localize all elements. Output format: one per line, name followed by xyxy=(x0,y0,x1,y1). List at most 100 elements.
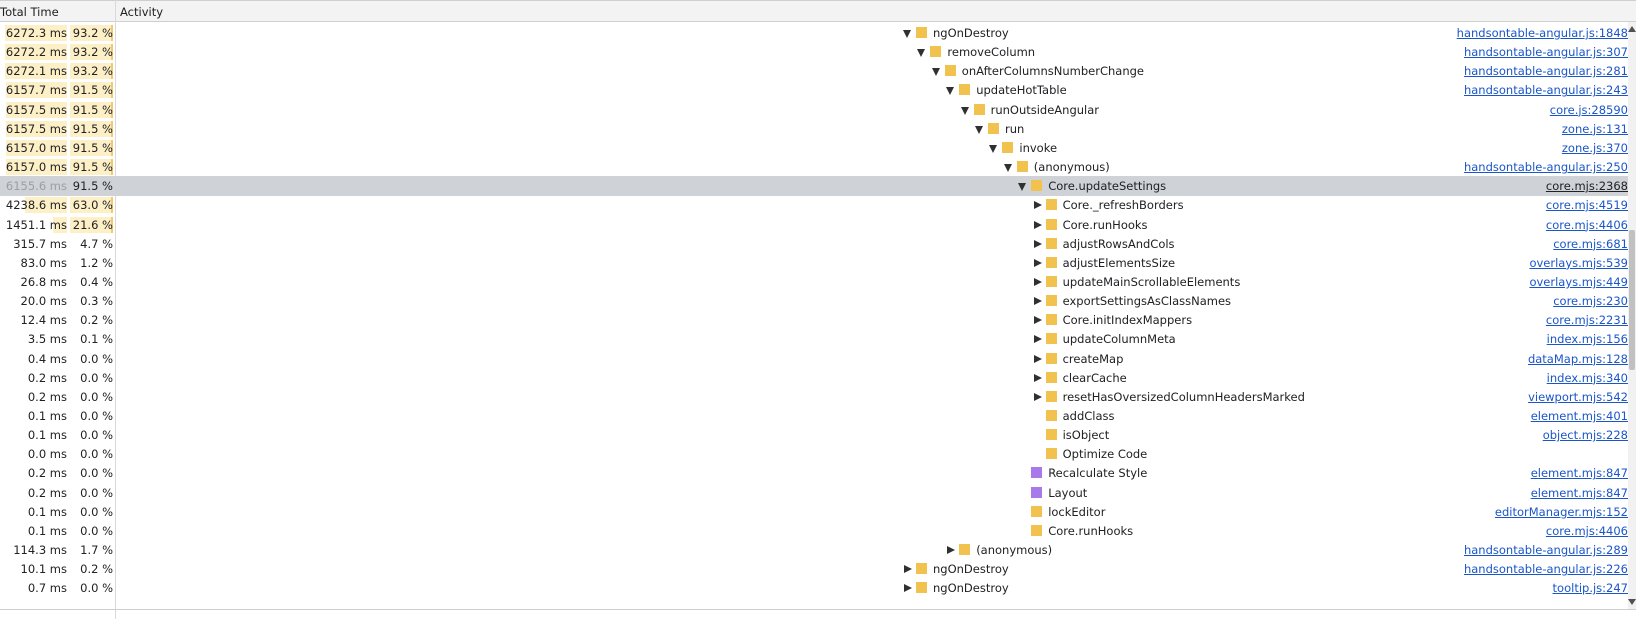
source-link[interactable]: element.mjs:847 xyxy=(1530,485,1628,500)
source-link[interactable]: overlays.mjs:539 xyxy=(1529,255,1628,270)
source-link[interactable]: core.mjs:4406 xyxy=(1545,217,1628,232)
collapsed-triangle-icon[interactable] xyxy=(1033,316,1042,325)
source-link[interactable]: zone.js:370 xyxy=(1561,140,1628,155)
expanded-triangle-icon[interactable] xyxy=(989,144,998,153)
bottom-border xyxy=(0,609,1636,610)
source-link[interactable]: viewport.mjs:542 xyxy=(1528,389,1628,404)
collapsed-triangle-icon[interactable] xyxy=(1033,239,1042,248)
collapsed-triangle-icon[interactable] xyxy=(904,584,912,593)
source-link[interactable]: element.mjs:401 xyxy=(1530,409,1628,423)
source-link[interactable]: object.mjs:228 xyxy=(1542,428,1628,443)
expanded-triangle-icon[interactable] xyxy=(917,49,926,58)
source-link[interactable]: handsontable-angular.js:289 xyxy=(1463,543,1628,558)
collapsed-triangle-icon[interactable] xyxy=(1033,335,1042,344)
source-link[interactable]: core.mjs:2368 xyxy=(1545,179,1628,194)
collapsed-triangle-icon[interactable] xyxy=(1033,373,1042,382)
collapsed-triangle-icon[interactable] xyxy=(947,546,956,555)
collapsed-triangle-icon[interactable] xyxy=(1033,220,1042,229)
source-link[interactable]: core.mjs:4406 xyxy=(1545,523,1628,538)
collapsed-triangle-icon[interactable] xyxy=(1033,201,1042,210)
expanded-triangle-icon[interactable] xyxy=(975,125,983,134)
source-link[interactable]: editorManager.mjs:152 xyxy=(1494,504,1628,519)
source-link[interactable]: core.js:28590 xyxy=(1549,102,1628,117)
source-link[interactable]: handsontable-angular.js:243 xyxy=(1463,83,1628,98)
column-divider[interactable] xyxy=(115,0,116,619)
vertical-scrollbar[interactable] xyxy=(1628,22,1636,609)
total-time-header[interactable]: Total Time xyxy=(0,5,59,19)
source-link[interactable]: core.mjs:4519 xyxy=(1545,198,1628,213)
source-link[interactable]: handsontable-angular.js:307 xyxy=(1463,45,1628,60)
collapsed-triangle-icon[interactable] xyxy=(1033,297,1042,306)
percent-heat-bar xyxy=(70,44,113,61)
collapsed-triangle-icon[interactable] xyxy=(904,565,912,574)
source-link[interactable]: handsontable-angular.js:226 xyxy=(1463,562,1628,577)
collapsed-triangle-icon[interactable] xyxy=(1033,258,1042,267)
source-link[interactable]: core.mjs:2231 xyxy=(1545,313,1628,328)
source-link[interactable]: index.mjs:340 xyxy=(1546,370,1628,385)
scripting-category-icon xyxy=(1045,314,1057,326)
total-time-value: 83.0 ms xyxy=(20,255,67,270)
expanded-triangle-icon[interactable] xyxy=(1003,164,1012,173)
expanded-triangle-icon[interactable] xyxy=(946,87,955,96)
source-link[interactable]: zone.js:131 xyxy=(1561,121,1628,136)
total-time-percent: 4.7 % xyxy=(80,236,113,251)
source-link[interactable]: handsontable-angular.js:250 xyxy=(1463,160,1628,175)
scroll-down-icon[interactable] xyxy=(1628,599,1636,605)
source-link[interactable]: core.mjs:230 xyxy=(1553,294,1628,309)
total-time-percent: 1.7 % xyxy=(80,543,113,558)
scroll-thumb[interactable] xyxy=(1629,230,1635,370)
scroll-up-icon[interactable] xyxy=(1628,26,1636,32)
source-link[interactable]: index.mjs:156 xyxy=(1546,332,1628,347)
source-link[interactable]: dataMap.mjs:128 xyxy=(1527,351,1628,366)
scripting-category-icon xyxy=(916,563,927,575)
expanded-triangle-icon[interactable] xyxy=(903,30,911,38)
activity-name: invoke xyxy=(1019,140,1058,155)
collapsed-triangle-icon[interactable] xyxy=(1033,354,1042,363)
source-link[interactable]: handsontable-angular.js:281 xyxy=(1463,64,1628,79)
source-link[interactable]: core.mjs:681 xyxy=(1553,236,1628,251)
total-time-percent: 91.5 % xyxy=(72,102,113,117)
source-link[interactable]: tooltip.js:247 xyxy=(1552,581,1628,596)
collapsed-triangle-icon[interactable] xyxy=(1033,392,1042,401)
activity-header[interactable]: Activity xyxy=(120,5,164,19)
scripting-category-icon xyxy=(930,46,942,58)
collapsed-triangle-icon[interactable] xyxy=(1033,277,1042,286)
source-link[interactable]: handsontable-angular.js:1848 xyxy=(1456,26,1628,40)
source-link[interactable]: overlays.mjs:449 xyxy=(1529,274,1628,289)
total-time-value: 0.1 ms xyxy=(27,428,67,443)
expanded-triangle-icon[interactable] xyxy=(931,68,940,77)
expanded-triangle-icon[interactable] xyxy=(1018,183,1027,192)
source-link[interactable]: element.mjs:847 xyxy=(1530,466,1628,481)
expanded-triangle-icon[interactable] xyxy=(960,106,969,115)
